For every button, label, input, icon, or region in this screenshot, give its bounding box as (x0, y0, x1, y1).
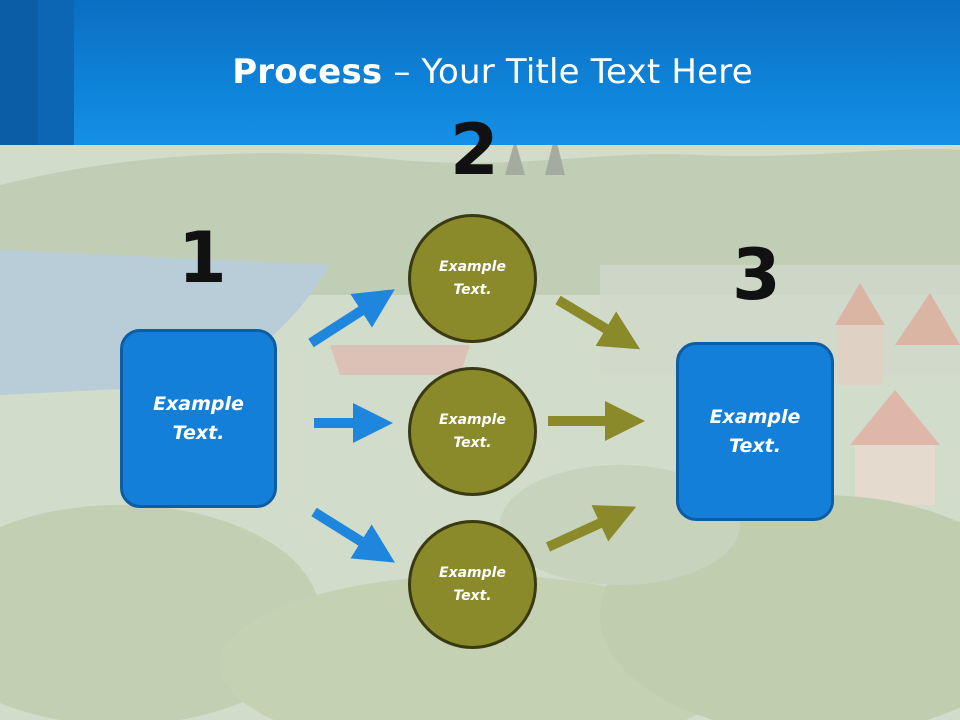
arrow-to-circle-bottom (311, 507, 395, 563)
step-number-3: 3 (732, 234, 781, 316)
circle-line2: Text. (453, 281, 492, 298)
source-box-text: Example Text. (153, 390, 244, 448)
circle-line1: Example (439, 564, 506, 581)
process-circle-bottom: Example Text. (408, 520, 537, 649)
source-box: Example Text. (120, 329, 277, 508)
header-accent-strip (0, 0, 38, 145)
process-circle-middle: Example Text. (408, 367, 537, 496)
header-accent-strip (38, 0, 74, 145)
arrow-from-circle-bottom (545, 505, 637, 552)
circle-text: Example Text. (439, 409, 506, 455)
header-band: Process – Your Title Text Here (0, 0, 960, 145)
step-number-2: 2 (450, 109, 499, 191)
title-rest: – Your Title Text Here (382, 52, 753, 92)
arrow-to-circle-top (308, 289, 395, 348)
result-box-line1: Example (709, 405, 801, 428)
step-number-1: 1 (178, 217, 227, 299)
circle-line2: Text. (453, 434, 492, 451)
circle-line1: Example (439, 258, 506, 275)
source-box-line1: Example (153, 392, 244, 415)
source-box-line2: Text. (172, 421, 225, 444)
circle-text: Example Text. (439, 256, 506, 302)
arrow-from-circle-top (555, 295, 641, 350)
result-box-text: Example Text. (710, 403, 801, 461)
circle-text: Example Text. (439, 562, 506, 608)
title-bold: Process (232, 52, 383, 92)
slide-title: Process – Your Title Text Here (0, 52, 960, 92)
circle-line2: Text. (453, 587, 492, 604)
circle-line1: Example (439, 411, 506, 428)
result-box: Example Text. (676, 342, 834, 521)
result-box-line2: Text. (729, 434, 781, 457)
process-circle-top: Example Text. (408, 214, 537, 343)
